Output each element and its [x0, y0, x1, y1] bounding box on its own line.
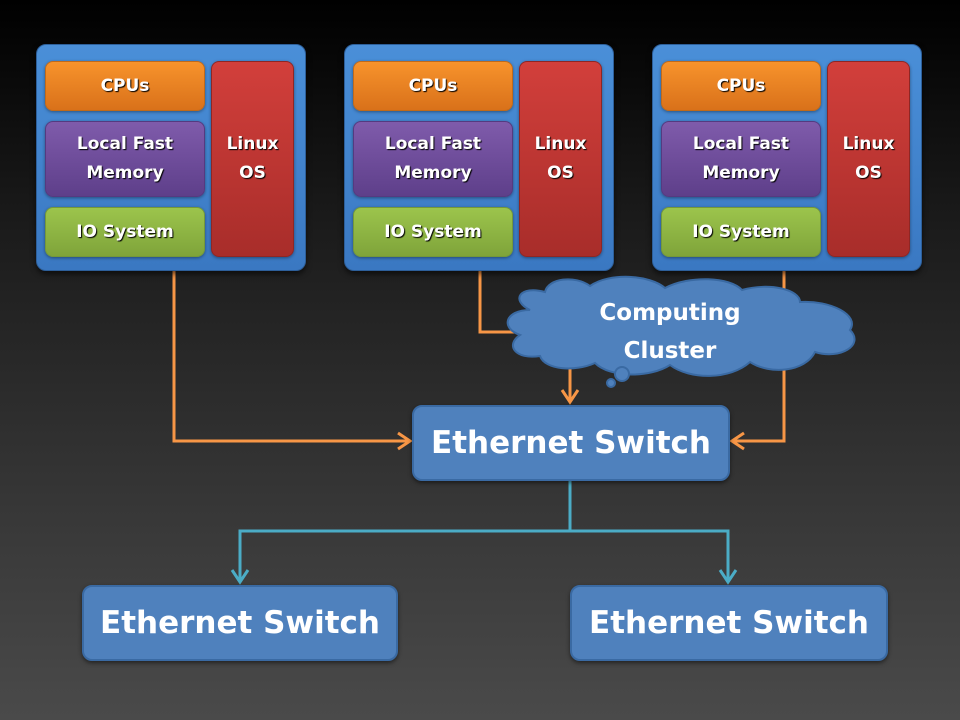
- arrowhead-node-1: [397, 431, 413, 451]
- memory-block: Local Fast Memory: [45, 121, 205, 197]
- cpu-block: CPUs: [661, 61, 821, 111]
- left-ethernet-switch: Ethernet Switch: [82, 585, 398, 661]
- cloud-shape: [506, 275, 856, 388]
- cpu-block: CPUs: [353, 61, 513, 111]
- main-ethernet-switch: Ethernet Switch: [412, 405, 730, 481]
- arrowhead-node-2: [560, 389, 580, 405]
- cloud-bubble-2: [606, 378, 616, 388]
- io-block: IO System: [353, 207, 513, 257]
- compute-node-1: CPUs Local Fast Memory IO System Linux O…: [36, 44, 306, 271]
- io-block: IO System: [661, 207, 821, 257]
- io-block: IO System: [45, 207, 205, 257]
- cpu-block: CPUs: [45, 61, 205, 111]
- cloud-label: Computing Cluster: [599, 300, 741, 364]
- os-block: Linux OS: [211, 61, 294, 257]
- compute-node-2: CPUs Local Fast Memory IO System Linux O…: [344, 44, 614, 271]
- arrowhead-right: [718, 569, 738, 585]
- right-ethernet-switch: Ethernet Switch: [570, 585, 888, 661]
- arrowhead-node-3: [729, 431, 745, 451]
- downlink-right: [570, 529, 730, 580]
- memory-block: Local Fast Memory: [353, 121, 513, 197]
- memory-block: Local Fast Memory: [661, 121, 821, 197]
- os-block: Linux OS: [827, 61, 910, 257]
- cloud-bubble-1: [614, 366, 630, 382]
- uplink-node-1: [172, 269, 408, 443]
- arrowhead-left: [230, 569, 250, 585]
- downlink-left: [238, 481, 572, 580]
- os-block: Linux OS: [519, 61, 602, 257]
- compute-node-3: CPUs Local Fast Memory IO System Linux O…: [652, 44, 922, 271]
